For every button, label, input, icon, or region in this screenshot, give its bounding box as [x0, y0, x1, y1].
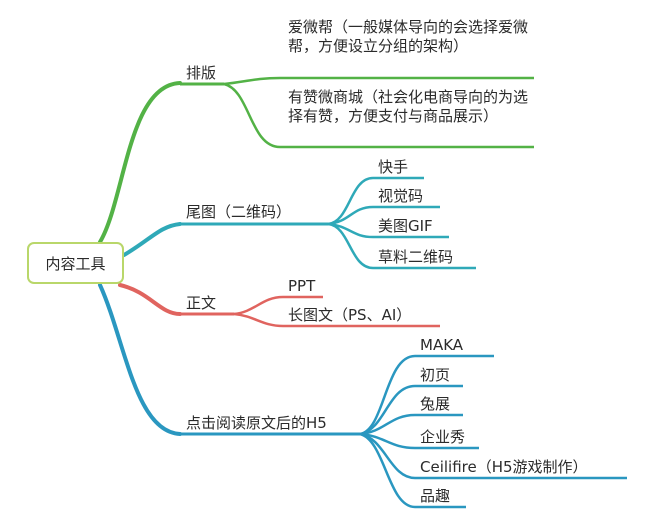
link-h5-6	[359, 432, 416, 509]
leaf-h5-5: Ceilifire（H5游戏制作）	[420, 458, 588, 476]
leaf-layout-aiweibang: 爱微帮（一般媒体导向的会选择爱微帮，方便设立分组的架构）	[288, 18, 529, 55]
link-body-2	[233, 312, 284, 328]
branch-body-label: 正文	[186, 294, 217, 312]
link-h5-2	[359, 384, 416, 436]
branch-footer-label: 尾图（二维码）	[186, 203, 292, 221]
leaf-body-1: PPT	[288, 277, 316, 295]
branch-layout-label: 排版	[186, 64, 217, 82]
leaf-layout-youzan: 有赞微商城（社会化电商导向的为选择有赞，方便支付与商品展示）	[288, 88, 529, 125]
leaf-footer-4: 草料二维码	[378, 248, 454, 266]
link-root-h5	[98, 283, 182, 436]
link-h5-3	[359, 413, 416, 436]
leaf-footer-3: 美图GIF	[378, 217, 433, 235]
link-footer-4	[327, 222, 374, 270]
link-layout-2	[223, 82, 281, 149]
root-node: 内容工具	[27, 242, 124, 284]
link-root-footer	[122, 222, 182, 257]
leaf-body-2: 长图文（PS、AI）	[288, 306, 412, 324]
branch-h5-label: 点击阅读原文后的H5	[186, 414, 327, 432]
leaf-h5-1: MAKA	[420, 336, 464, 354]
leaf-h5-4: 企业秀	[420, 428, 466, 446]
leaf-h5-3: 兔展	[420, 395, 451, 413]
link-root-body	[118, 283, 182, 316]
link-layout-1	[223, 76, 281, 86]
leaf-footer-2: 视觉码	[378, 187, 424, 205]
link-root-layout	[98, 81, 182, 244]
leaf-h5-2: 初页	[420, 366, 451, 384]
link-footer-2	[327, 205, 374, 226]
link-body-1	[233, 295, 284, 316]
link-footer-1	[327, 176, 374, 226]
leaf-footer-1: 快手	[378, 158, 409, 176]
leaf-h5-6: 品趣	[420, 487, 451, 505]
